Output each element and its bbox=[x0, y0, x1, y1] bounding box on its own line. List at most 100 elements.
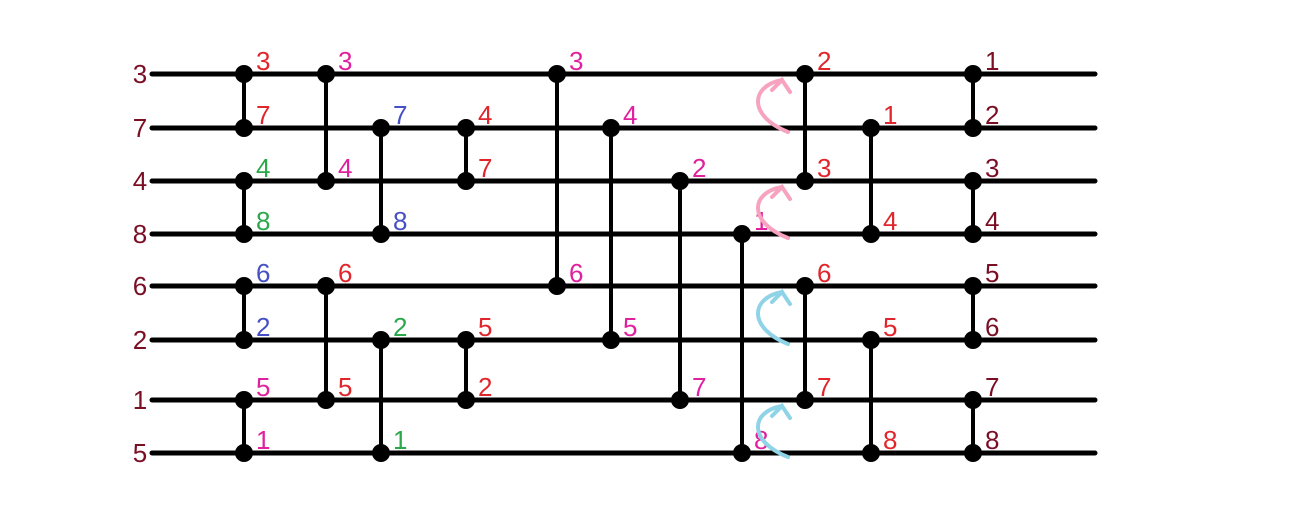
arrow-head bbox=[770, 76, 792, 94]
value-label: 8 bbox=[883, 425, 897, 455]
value-label: 6 bbox=[985, 312, 999, 342]
comparator-node bbox=[964, 331, 982, 349]
curved-arrow bbox=[756, 404, 790, 459]
row-labels-layer: 3 7 4 8 6 2 1 5 bbox=[133, 59, 147, 468]
comparator-node bbox=[372, 225, 390, 243]
comparator-node bbox=[235, 172, 253, 190]
value-label: 1 bbox=[985, 46, 999, 76]
comparator-node bbox=[964, 65, 982, 83]
value-label: 6 bbox=[569, 258, 583, 288]
comparator-node bbox=[548, 65, 566, 83]
comparator-node bbox=[372, 119, 390, 137]
comparator-node bbox=[602, 331, 620, 349]
value-label: 5 bbox=[883, 312, 897, 342]
value-label: 8 bbox=[393, 206, 407, 236]
comparator-node bbox=[372, 444, 390, 462]
value-label: 4 bbox=[883, 206, 897, 236]
comparator-node bbox=[862, 119, 880, 137]
comparator-node bbox=[671, 172, 689, 190]
value-label: 7 bbox=[393, 100, 407, 130]
comparator-node bbox=[862, 331, 880, 349]
comparator-node bbox=[457, 391, 475, 409]
value-label: 2 bbox=[692, 153, 706, 183]
value-label: 4 bbox=[256, 153, 270, 183]
comparator-node bbox=[796, 277, 814, 295]
comparator-node bbox=[235, 225, 253, 243]
comparator-node bbox=[457, 331, 475, 349]
comparator-node bbox=[796, 391, 814, 409]
value-label: 5 bbox=[256, 372, 270, 402]
wires-layer bbox=[149, 71, 1098, 456]
value-label: 2 bbox=[393, 312, 407, 342]
comparator-node bbox=[317, 172, 335, 190]
row-label: 3 bbox=[133, 59, 147, 89]
value-label: 1 bbox=[393, 425, 407, 455]
comparator-node bbox=[317, 65, 335, 83]
value-label: 1 bbox=[883, 100, 897, 130]
row-label: 7 bbox=[133, 113, 147, 143]
curved-arrow bbox=[756, 185, 790, 240]
arrow-head bbox=[770, 402, 792, 420]
comparator-node bbox=[796, 65, 814, 83]
value-label: 6 bbox=[817, 258, 831, 288]
value-label: 3 bbox=[338, 46, 352, 76]
arrow-head bbox=[770, 183, 792, 201]
row-label: 5 bbox=[133, 438, 147, 468]
comparator-node bbox=[372, 331, 390, 349]
comparator-node bbox=[317, 391, 335, 409]
value-label: 6 bbox=[256, 258, 270, 288]
arrows-layer bbox=[756, 76, 792, 459]
comparator-node bbox=[796, 172, 814, 190]
row-label: 6 bbox=[133, 271, 147, 301]
value-label: 8 bbox=[256, 206, 270, 236]
comparator-node bbox=[548, 277, 566, 295]
row-label: 1 bbox=[133, 385, 147, 415]
comparator-node bbox=[235, 391, 253, 409]
value-label: 3 bbox=[985, 153, 999, 183]
comparator-node bbox=[235, 444, 253, 462]
value-label: 4 bbox=[985, 206, 999, 236]
comparator-node bbox=[235, 277, 253, 295]
comparator-node bbox=[964, 391, 982, 409]
comparator-node bbox=[317, 277, 335, 295]
comparator-node bbox=[964, 172, 982, 190]
curved-arrow bbox=[756, 290, 790, 346]
value-label: 4 bbox=[478, 100, 492, 130]
comparator-node bbox=[964, 119, 982, 137]
comparator-node bbox=[964, 277, 982, 295]
value-label: 7 bbox=[478, 153, 492, 183]
value-label: 2 bbox=[817, 46, 831, 76]
value-label: 4 bbox=[338, 153, 352, 183]
value-label: 2 bbox=[256, 312, 270, 342]
comparator-node bbox=[602, 119, 620, 137]
arrow-head bbox=[770, 288, 792, 306]
comparator-node bbox=[235, 331, 253, 349]
value-label: 3 bbox=[817, 153, 831, 183]
comparator-node bbox=[671, 391, 689, 409]
value-label: 3 bbox=[256, 46, 270, 76]
comparator-node bbox=[457, 172, 475, 190]
comparator-node bbox=[235, 119, 253, 137]
row-label: 2 bbox=[133, 325, 147, 355]
value-label: 2 bbox=[478, 372, 492, 402]
value-label: 5 bbox=[338, 372, 352, 402]
value-label: 7 bbox=[256, 100, 270, 130]
comparator-node bbox=[862, 444, 880, 462]
value-label: 6 bbox=[338, 258, 352, 288]
curved-arrow bbox=[756, 78, 790, 134]
value-label: 4 bbox=[623, 100, 637, 130]
value-label: 7 bbox=[985, 372, 999, 402]
comparator-node bbox=[235, 65, 253, 83]
comparators-layer: 3748625134657821475236452718236714581234… bbox=[235, 46, 999, 462]
value-label: 5 bbox=[623, 312, 637, 342]
comparator-node bbox=[733, 444, 751, 462]
row-label: 8 bbox=[133, 219, 147, 249]
value-label: 7 bbox=[817, 372, 831, 402]
row-label: 4 bbox=[133, 166, 147, 196]
value-label: 1 bbox=[256, 425, 270, 455]
value-label: 5 bbox=[985, 258, 999, 288]
comparator-node bbox=[733, 225, 751, 243]
value-label: 2 bbox=[985, 100, 999, 130]
comparator-node bbox=[457, 119, 475, 137]
